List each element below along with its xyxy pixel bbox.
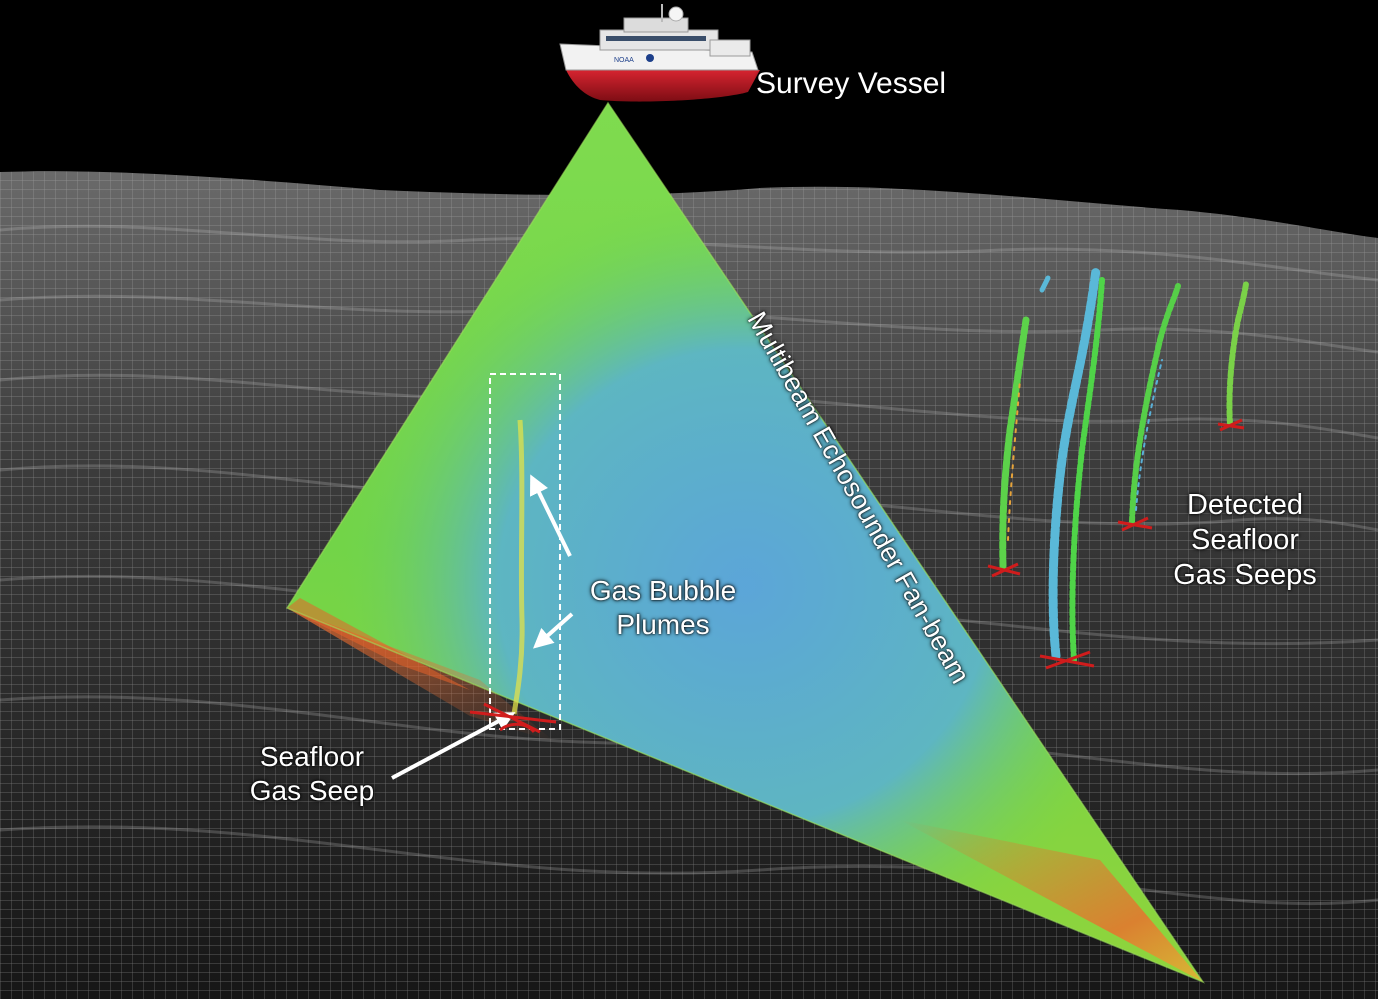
survey-vessel-label: Survey Vessel — [756, 67, 947, 100]
seep-plume-1 — [999, 316, 1030, 570]
seep-plume-4 — [1226, 281, 1249, 427]
detected-seep-plumes — [999, 265, 1249, 663]
detected-label-line1: Detected — [1186, 489, 1304, 521]
beam-seep-marker — [469, 702, 557, 734]
vessel-hull — [566, 70, 760, 102]
beam-plume-streak — [511, 419, 525, 715]
fan-beam — [285, 101, 1206, 984]
plume-arrow-upper — [530, 474, 572, 557]
plumes-label-line1: Gas Bubble — [589, 575, 737, 606]
seep-label-line2: Gas Seep — [249, 774, 375, 806]
seep-label-line1: Seafloor — [259, 741, 365, 772]
annotation-arrows — [391, 474, 574, 780]
detected-seeps-label: Detected Seafloor Gas Seeps — [1160, 488, 1330, 592]
seep-arrow — [391, 712, 516, 780]
detected-label-line2: Seafloor — [1190, 523, 1299, 556]
plumes-label-line2: Plumes — [616, 608, 710, 640]
vessel-hull-text: NOAA — [614, 57, 634, 64]
detected-seep-markers — [987, 418, 1245, 670]
plume-highlight-box — [489, 373, 561, 730]
gas-bubble-plumes-label: Gas Bubble Plumes — [576, 574, 750, 641]
seep-plume-2 — [1048, 265, 1101, 661]
seep-plume-3 — [1129, 283, 1181, 525]
survey-vessel: NOAA — [559, 4, 760, 102]
detected-label-line3: Gas Seeps — [1173, 558, 1317, 591]
plume-arrow-lower — [533, 612, 574, 649]
seafloor-gas-seep-label: Seafloor Gas Seep — [236, 740, 388, 807]
